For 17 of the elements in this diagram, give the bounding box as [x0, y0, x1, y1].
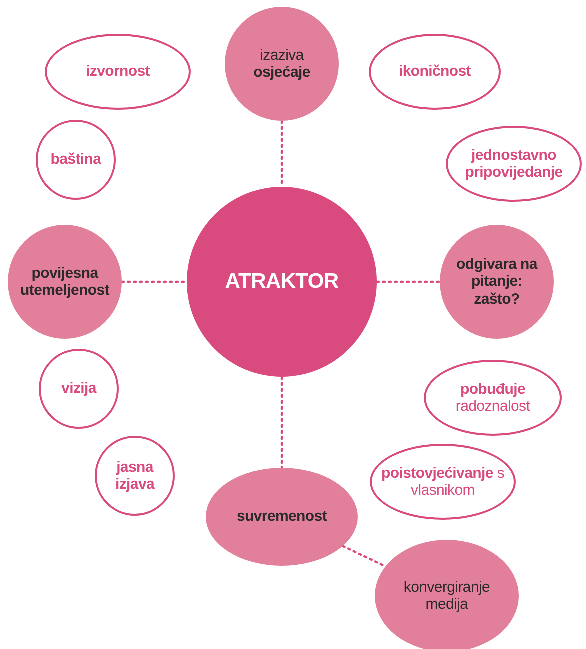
bubble-text: jasna izjava	[114, 458, 156, 494]
bubble-text: povijesna utemeljenost	[20, 264, 110, 300]
bubble-text: pobuđuje radoznalost	[454, 380, 532, 416]
bubble-text: izaziva osjećaje	[252, 46, 312, 82]
bubble-text: jednostavno pripovijedanje	[464, 146, 564, 182]
bubble-text: konvergiranje medija	[402, 578, 492, 614]
dotted-connector	[376, 280, 442, 284]
bubble-text: ATRAKTOR	[224, 270, 340, 294]
bubble-text: poistovjećivanje s vlasnikom	[380, 464, 506, 500]
bubble-text: ikoničnost	[398, 63, 472, 81]
dotted-connector	[342, 545, 387, 568]
bubble-text: suvremenost	[236, 508, 328, 526]
dotted-connector	[280, 376, 284, 470]
bubble-text: baština	[50, 151, 102, 169]
bubble-text: odgivara na pitanje: zašto?	[456, 256, 539, 308]
bubble-text: vizija	[60, 380, 98, 398]
bubble-text: izvornost	[85, 63, 151, 81]
